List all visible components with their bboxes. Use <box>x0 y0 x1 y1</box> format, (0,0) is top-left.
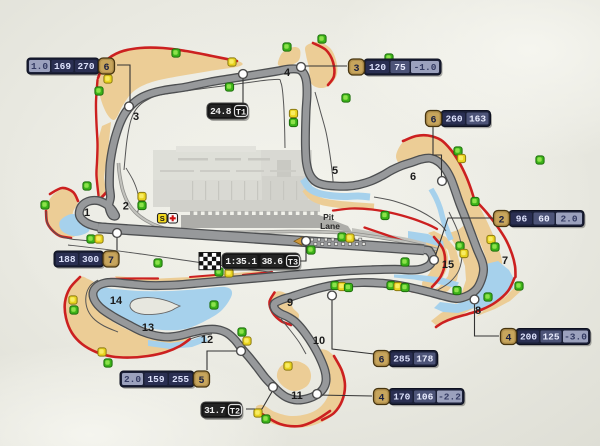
svg-text:60: 60 <box>538 214 550 225</box>
svg-text:7: 7 <box>502 255 508 267</box>
svg-text:75: 75 <box>394 62 406 73</box>
svg-text:1:35.1: 1:35.1 <box>225 256 257 267</box>
svg-text:300: 300 <box>82 254 99 265</box>
svg-text:-2.2: -2.2 <box>438 392 461 403</box>
svg-text:2: 2 <box>123 201 129 213</box>
svg-text:4: 4 <box>378 394 384 405</box>
svg-text:6: 6 <box>430 116 436 127</box>
svg-text:4: 4 <box>505 334 511 345</box>
svg-text:4: 4 <box>284 67 291 79</box>
svg-text:5: 5 <box>332 165 338 177</box>
svg-text:260: 260 <box>445 114 462 125</box>
svg-text:255: 255 <box>172 374 189 385</box>
svg-text:106: 106 <box>416 392 433 403</box>
svg-text:8: 8 <box>475 305 481 317</box>
svg-text:169: 169 <box>54 61 71 72</box>
svg-text:5: 5 <box>198 376 204 387</box>
svg-text:T1: T1 <box>236 108 246 118</box>
svg-text:31.7: 31.7 <box>204 405 226 416</box>
svg-text:12: 12 <box>201 334 213 346</box>
svg-text:6: 6 <box>410 171 416 183</box>
svg-text:-3.0: -3.0 <box>564 332 587 343</box>
svg-text:14: 14 <box>110 295 123 307</box>
svg-text:Pit: Pit <box>323 212 334 222</box>
svg-text:159: 159 <box>147 374 164 385</box>
svg-text:15: 15 <box>442 259 454 271</box>
svg-text:2: 2 <box>498 216 504 227</box>
svg-text:96: 96 <box>516 214 528 225</box>
svg-text:38.6: 38.6 <box>262 256 284 267</box>
svg-text:Lane: Lane <box>320 221 340 231</box>
svg-text:9: 9 <box>287 297 293 309</box>
svg-text:178: 178 <box>416 354 433 365</box>
svg-text:11: 11 <box>291 390 303 402</box>
svg-text:1.0: 1.0 <box>31 61 48 72</box>
svg-text:3: 3 <box>133 111 139 123</box>
svg-text:24.8: 24.8 <box>210 106 232 117</box>
svg-text:270: 270 <box>77 61 94 72</box>
svg-text:-1.0: -1.0 <box>414 62 437 73</box>
svg-text:6: 6 <box>378 356 384 367</box>
svg-text:10: 10 <box>313 335 325 347</box>
svg-text:200: 200 <box>520 332 537 343</box>
svg-text:6: 6 <box>103 63 109 74</box>
svg-text:120: 120 <box>369 62 386 73</box>
svg-text:7: 7 <box>108 256 114 267</box>
svg-text:T3: T3 <box>288 258 298 268</box>
svg-text:285: 285 <box>393 354 410 365</box>
svg-text:188: 188 <box>58 254 75 265</box>
svg-text:163: 163 <box>469 114 486 125</box>
svg-text:13: 13 <box>142 322 154 334</box>
svg-text:1: 1 <box>84 207 90 219</box>
svg-text:2.0: 2.0 <box>124 374 141 385</box>
svg-text:S: S <box>160 214 165 223</box>
svg-text:T2: T2 <box>230 407 240 417</box>
svg-text:3: 3 <box>353 64 359 75</box>
svg-text:170: 170 <box>393 392 410 403</box>
svg-text:2.0: 2.0 <box>560 214 577 225</box>
svg-text:125: 125 <box>542 332 559 343</box>
